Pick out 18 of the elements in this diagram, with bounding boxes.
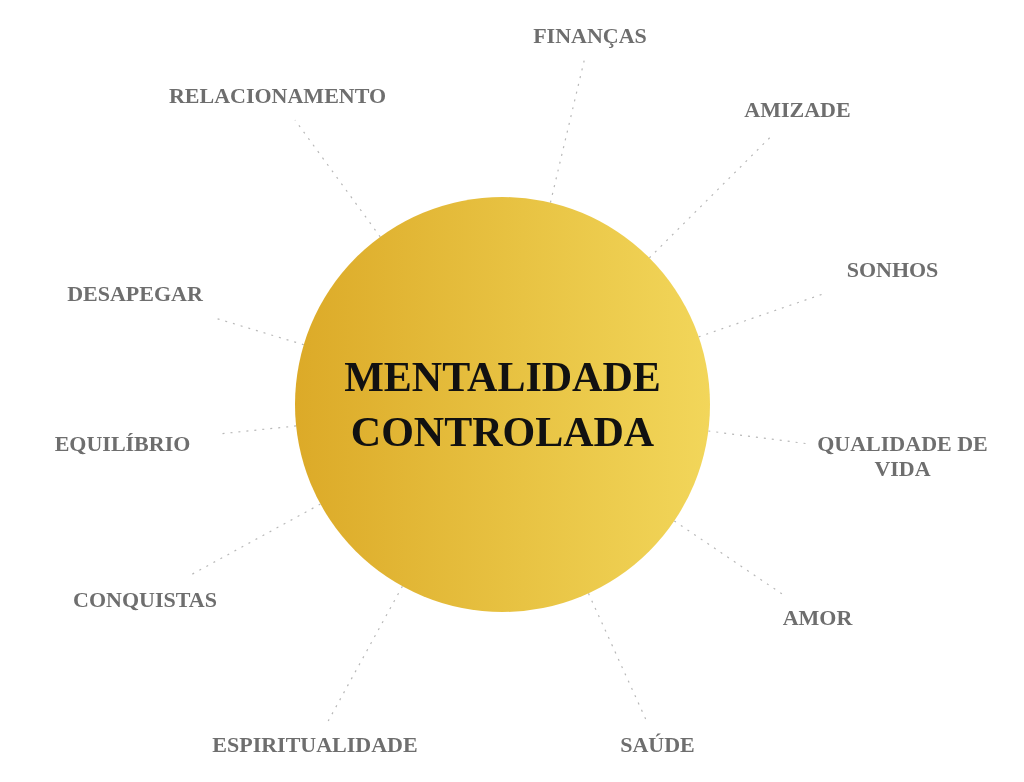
topic-label: SAÚDE <box>620 732 695 758</box>
topic-label: DESAPEGAR <box>67 281 203 307</box>
topic-label: AMIZADE <box>744 97 851 123</box>
topic-label: RELACIONAMENTO <box>168 83 387 109</box>
topic-label: EQUILÍBRIO <box>54 431 191 457</box>
topic-label: SONHOS <box>846 257 939 283</box>
topic-label: AMOR <box>782 605 853 631</box>
connector-line <box>698 293 824 338</box>
center-title: MENTALIDADE CONTROLADA <box>343 352 662 457</box>
topic-label: QUALIDADE DE VIDA <box>816 430 989 482</box>
connector-line <box>220 425 297 435</box>
topic-label: FINANÇAS <box>533 23 647 49</box>
topic-label: ESPIRITUALIDADE <box>212 732 418 758</box>
connector-line <box>549 59 585 204</box>
connector-line <box>673 520 783 595</box>
connector-line <box>327 585 403 722</box>
topic-label: CONQUISTAS <box>73 587 217 613</box>
connector-line <box>587 592 648 722</box>
